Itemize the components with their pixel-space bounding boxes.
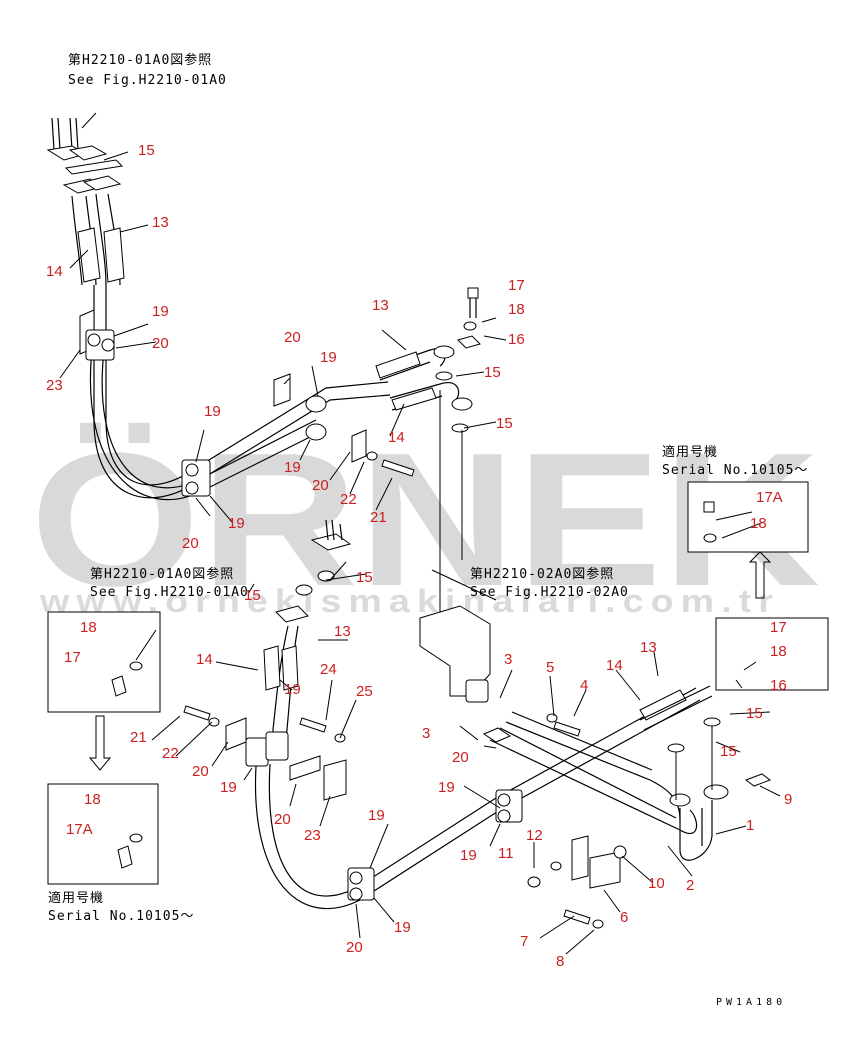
callout-19: 19	[228, 515, 245, 532]
ref-midright-jp: 第H2210-02A0図参照	[470, 566, 614, 582]
callout-17a: 17A	[66, 821, 93, 838]
callout-23: 23	[46, 377, 63, 394]
callout-20: 20	[274, 811, 291, 828]
callout-18: 18	[84, 791, 101, 808]
watermark-site: www.ornekismakinalari.com.tr	[39, 583, 780, 619]
callout-8: 8	[556, 953, 564, 970]
figure-code: PW1A180	[716, 997, 786, 1008]
callout-20: 20	[284, 329, 301, 346]
callout-19: 19	[204, 403, 221, 420]
ref-midright-en: See Fig.H2210-02A0	[470, 585, 629, 600]
ref-top-jp: 第H2210-01A0図参照	[68, 52, 212, 68]
callout-5: 5	[546, 659, 554, 676]
callout-4: 4	[580, 677, 588, 694]
callout-20: 20	[192, 763, 209, 780]
callout-19: 19	[284, 459, 301, 476]
serial-right-applicable: 適用号機	[662, 444, 718, 460]
callout-6: 6	[620, 909, 628, 926]
ref-top-en: See Fig.H2210-01A0	[68, 73, 227, 88]
callout-3: 3	[422, 725, 430, 742]
ref-midleft-jp: 第H2210-01A0図参照	[90, 566, 234, 582]
callout-19: 19	[284, 681, 301, 698]
callout-13: 13	[334, 623, 351, 640]
callout-20: 20	[152, 335, 169, 352]
serial-right-number: Serial No.10105～	[662, 463, 808, 478]
callout-19: 19	[438, 779, 455, 796]
callout-13: 13	[152, 214, 169, 231]
callout-2: 2	[686, 877, 694, 894]
callout-19: 19	[220, 779, 237, 796]
callout-17: 17	[64, 649, 81, 666]
callout-20: 20	[182, 535, 199, 552]
callout-20: 20	[312, 477, 329, 494]
callout-20: 20	[452, 749, 469, 766]
callout-10: 10	[648, 875, 665, 892]
callout-22: 22	[162, 745, 179, 762]
callout-1: 1	[746, 817, 754, 834]
callout-9: 9	[784, 791, 792, 808]
callout-13: 13	[640, 639, 657, 656]
callout-24: 24	[320, 661, 337, 678]
callout-15: 15	[244, 587, 261, 604]
callout-23: 23	[304, 827, 321, 844]
callout-18: 18	[80, 619, 97, 636]
middle-hose-assembly	[183, 519, 701, 910]
callout-14: 14	[606, 657, 623, 674]
callout-18: 18	[508, 301, 525, 318]
callout-numbers: 15 13 14 19 20 23 17 18 16 13 20 19 15 1…	[46, 142, 792, 970]
callout-3: 3	[504, 651, 512, 668]
serial-left-number: Serial No.10105～	[48, 909, 194, 924]
callout-19: 19	[368, 807, 385, 824]
callout-18: 18	[770, 643, 787, 660]
serial-box-left	[47, 611, 161, 885]
callout-19: 19	[152, 303, 169, 320]
callout-15: 15	[138, 142, 155, 159]
callout-21: 21	[370, 509, 387, 526]
callout-15: 15	[356, 569, 373, 586]
callout-25: 25	[356, 683, 373, 700]
callout-19: 19	[394, 919, 411, 936]
upper-hose-assembly	[46, 117, 481, 620]
leader-lines	[59, 112, 781, 955]
callout-12: 12	[526, 827, 543, 844]
callout-18: 18	[750, 515, 767, 532]
callout-16: 16	[508, 331, 525, 348]
callout-17: 17	[508, 277, 525, 294]
callout-20: 20	[346, 939, 363, 956]
callout-16: 16	[770, 677, 787, 694]
ref-midleft-en: See Fig.H2210-01A0	[90, 585, 249, 600]
callout-15: 15	[484, 364, 501, 381]
callout-13: 13	[372, 297, 389, 314]
callout-11: 11	[498, 845, 514, 862]
callout-14: 14	[388, 429, 405, 446]
callout-14: 14	[196, 651, 213, 668]
callout-19: 19	[320, 349, 337, 366]
callout-7: 7	[520, 933, 528, 950]
callout-17a: 17A	[756, 489, 783, 506]
serial-left-applicable: 適用号機	[48, 890, 104, 906]
callout-19: 19	[460, 847, 477, 864]
callout-15: 15	[496, 415, 513, 432]
callout-21: 21	[130, 729, 147, 746]
serial-box-right	[687, 481, 829, 691]
callout-14: 14	[46, 263, 63, 280]
callout-17: 17	[770, 619, 787, 636]
callout-15: 15	[746, 705, 763, 722]
callout-22: 22	[340, 491, 357, 508]
callout-15: 15	[720, 743, 737, 760]
